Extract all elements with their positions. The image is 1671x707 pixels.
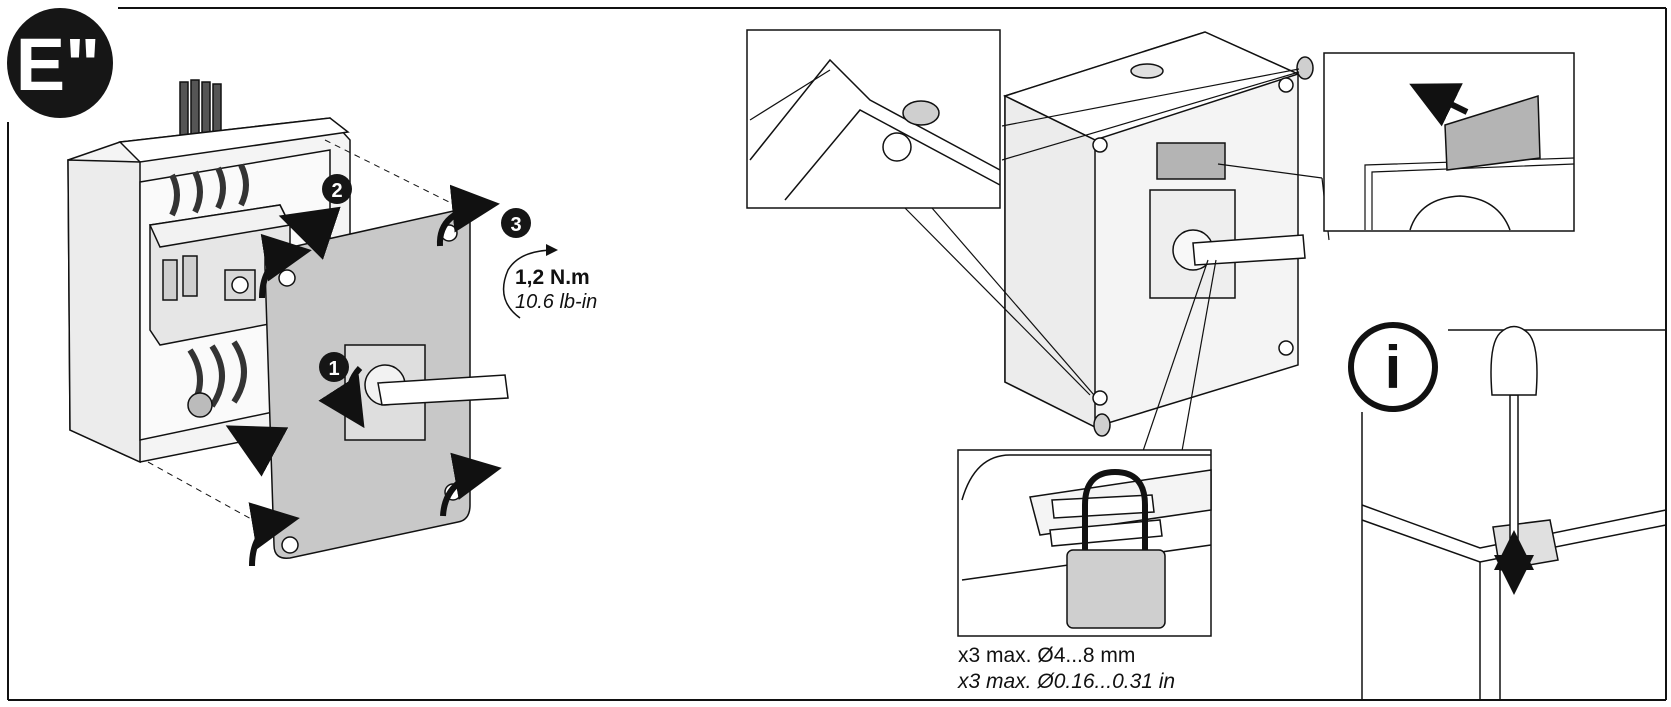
push-arrows (225, 206, 341, 477)
closed-screws (1092, 77, 1294, 406)
info-badge: i (1348, 322, 1438, 412)
section-badge-label: E" (16, 23, 100, 106)
seal-tag-bottom (1093, 413, 1111, 437)
torque-metric-label: 1,2 N.m (515, 266, 590, 289)
cable-bundle-top (179, 79, 222, 141)
step-badge-3: 3 (501, 208, 531, 238)
switch-disconnector-module (148, 204, 292, 346)
svg-text:1: 1 (328, 358, 339, 380)
padlock-imperial-label: x3 max. Ø0.16...0.31 in (958, 670, 1176, 693)
svg-text:i: i (1385, 334, 1402, 401)
padlock-detail-inset (957, 449, 1212, 637)
enclosure-closed-assembly (1002, 31, 1314, 437)
label-plate (1156, 142, 1226, 180)
step-badge-1: 1 (319, 352, 349, 382)
torque-imperial-label: 10.6 lb-in (515, 291, 598, 313)
seal-detail-inset (746, 29, 1001, 209)
step-badge-2: 2 (322, 174, 352, 204)
svg-text:2: 2 (331, 180, 342, 202)
enclosure-open-assembly (67, 79, 509, 567)
screwdriver-icon (1509, 394, 1519, 546)
info-screwdriver-inset: i (1348, 322, 1667, 700)
cable-gland (187, 392, 213, 418)
torque-arrow-icon (502, 244, 558, 319)
rotation-arrows (248, 184, 502, 567)
svg-text:3: 3 (510, 214, 521, 236)
alignment-lines (147, 139, 456, 526)
callout-leaders (904, 68, 1330, 452)
padlock-icon (1082, 468, 1148, 555)
page-frame (7, 7, 1667, 701)
section-badge: E" (7, 8, 113, 118)
closed-handle (1192, 234, 1306, 266)
padlock-metric-label: x3 max. Ø4...8 mm (958, 644, 1136, 667)
seal-tag-top (1296, 56, 1314, 80)
label-removal-inset (1323, 52, 1575, 232)
